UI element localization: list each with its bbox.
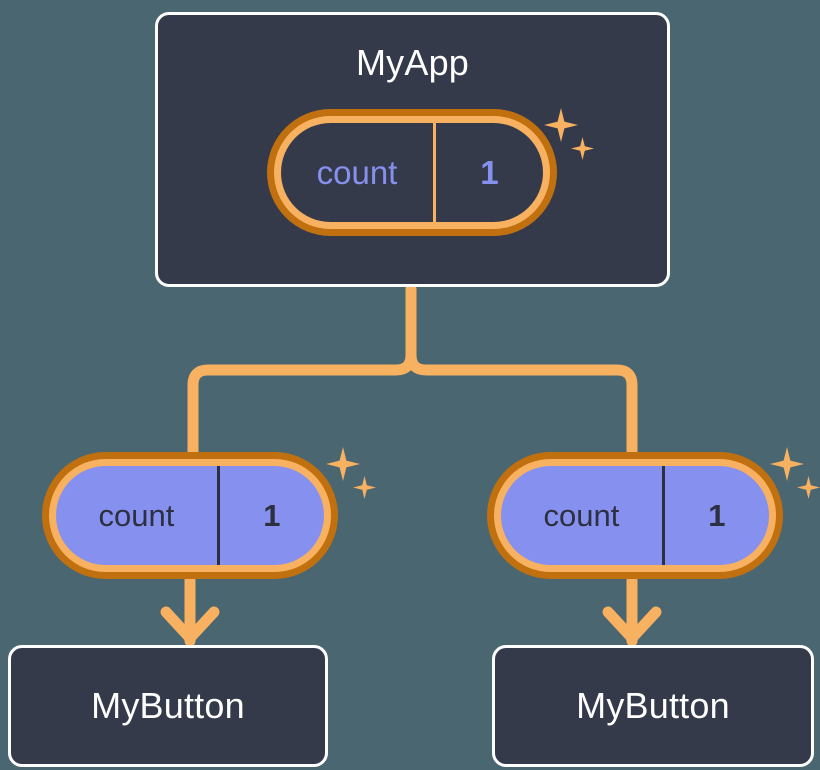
- state-value-label: 1: [708, 498, 726, 533]
- component-title: MyButton: [91, 685, 245, 726]
- state-pill-body: count 1: [281, 123, 543, 222]
- state-pill-child-left[interactable]: count 1: [42, 452, 338, 579]
- state-pill-child-right[interactable]: count 1: [487, 452, 783, 579]
- page-title: MyApp: [355, 42, 470, 83]
- state-pill-ring: count 1: [274, 116, 550, 229]
- state-pill-body: count 1: [56, 466, 324, 565]
- state-pill-ring: count 1: [494, 459, 776, 572]
- sparkle-large-icon: [770, 447, 804, 481]
- state-value-label: 1: [263, 498, 281, 533]
- component-box-mybutton-right[interactable]: MyButton: [492, 645, 814, 767]
- connector-branch-left: [187, 349, 417, 458]
- arrow-down-icon-right: [602, 606, 662, 644]
- component-title: MyButton: [576, 685, 730, 726]
- connector-branch-right: [405, 349, 638, 458]
- state-key-label: count: [501, 466, 665, 565]
- state-pill-root[interactable]: count 1: [267, 109, 557, 236]
- arrow-down-icon-left: [160, 606, 220, 644]
- component-box-mybutton-left[interactable]: MyButton: [8, 645, 328, 767]
- state-key-label: count: [281, 123, 436, 222]
- state-pill-body: count 1: [501, 466, 769, 565]
- sparkle-large-icon: [326, 447, 360, 481]
- state-pill-ring: count 1: [49, 459, 331, 572]
- sparkle-small-icon: [353, 476, 376, 499]
- state-value-label: 1: [480, 154, 499, 191]
- sparkle-small-icon: [797, 476, 820, 499]
- state-key-label: count: [56, 466, 220, 565]
